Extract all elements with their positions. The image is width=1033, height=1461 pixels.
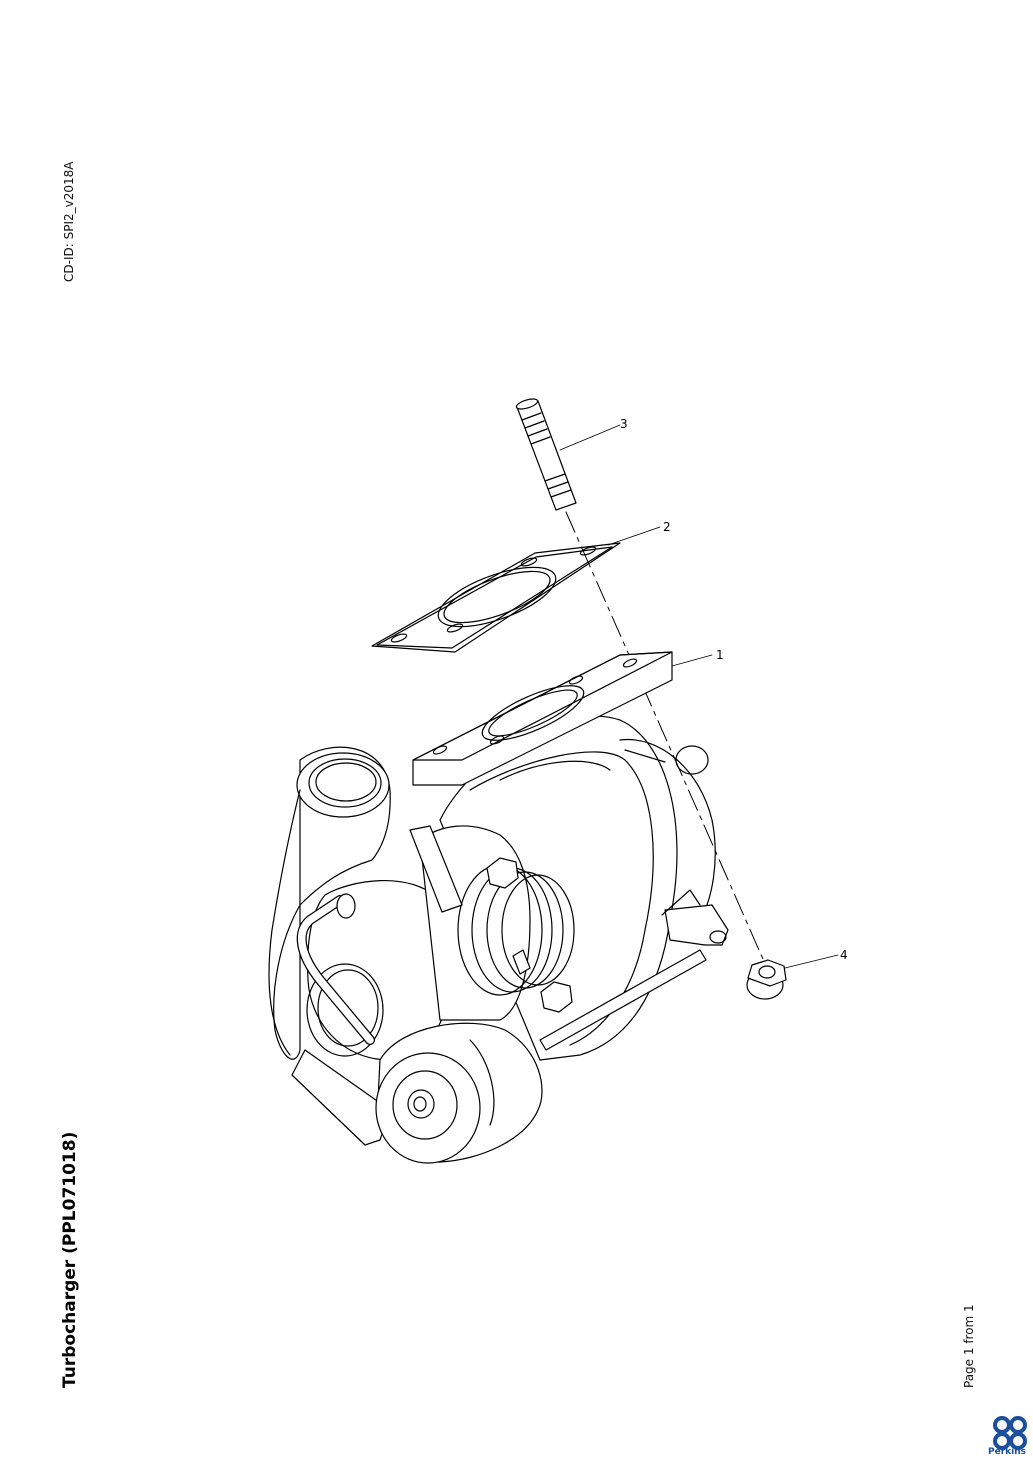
gasket-part: [371, 542, 621, 653]
callout-1: 1: [716, 648, 724, 662]
assembly-centerline: [565, 511, 771, 976]
perkins-logo-icon: [993, 1416, 1027, 1450]
stud-part: [515, 398, 577, 511]
callout-4: 4: [840, 948, 848, 962]
turbocharger-part: [268, 651, 729, 1164]
callout-leader-lines: [559, 424, 839, 969]
brand-name: Perkins: [988, 1447, 1026, 1457]
callout-2: 2: [663, 520, 671, 534]
flange-nut-part: [746, 959, 787, 1000]
callout-3: 3: [620, 417, 628, 431]
